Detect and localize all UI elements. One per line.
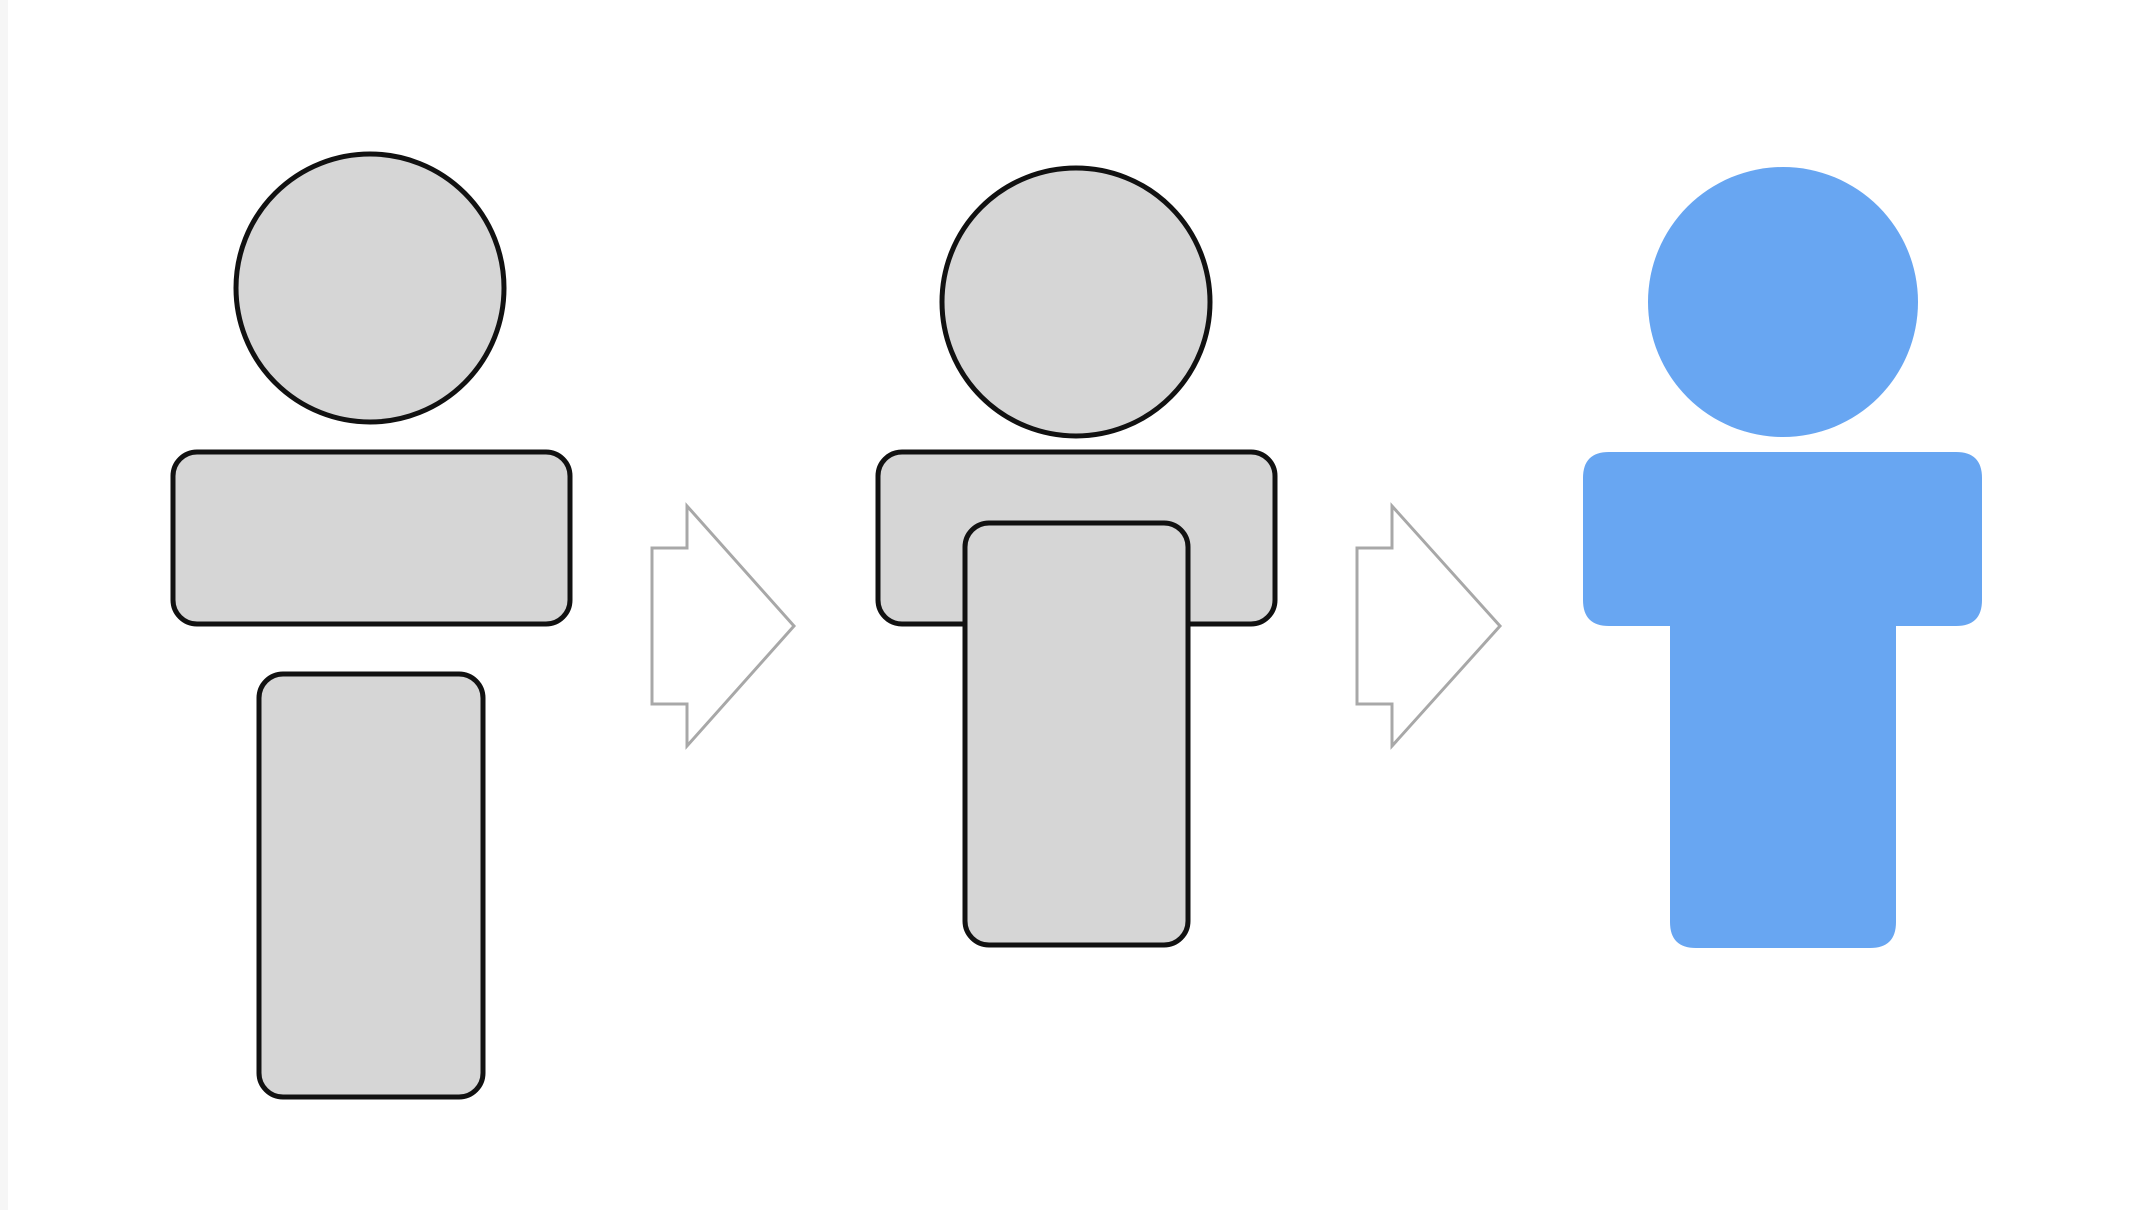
stage-overlapped-shapes	[875, 165, 1278, 948]
stage3-circle	[1648, 167, 1918, 437]
stage2-circle	[939, 165, 1213, 439]
right-arrow-icon	[1355, 502, 1503, 750]
stage2-vertical-rect	[962, 520, 1191, 948]
stage3-t-shape	[1583, 452, 1982, 948]
stage1-vertical-rect	[256, 671, 486, 1100]
stage-separate-shapes	[170, 151, 573, 1100]
stage1-horizontal-rect	[170, 449, 573, 627]
left-margin-strip	[0, 0, 8, 1210]
stage1-circle	[233, 151, 507, 425]
right-arrow-icon	[650, 502, 797, 750]
stage-merged-shape	[1583, 167, 1982, 948]
